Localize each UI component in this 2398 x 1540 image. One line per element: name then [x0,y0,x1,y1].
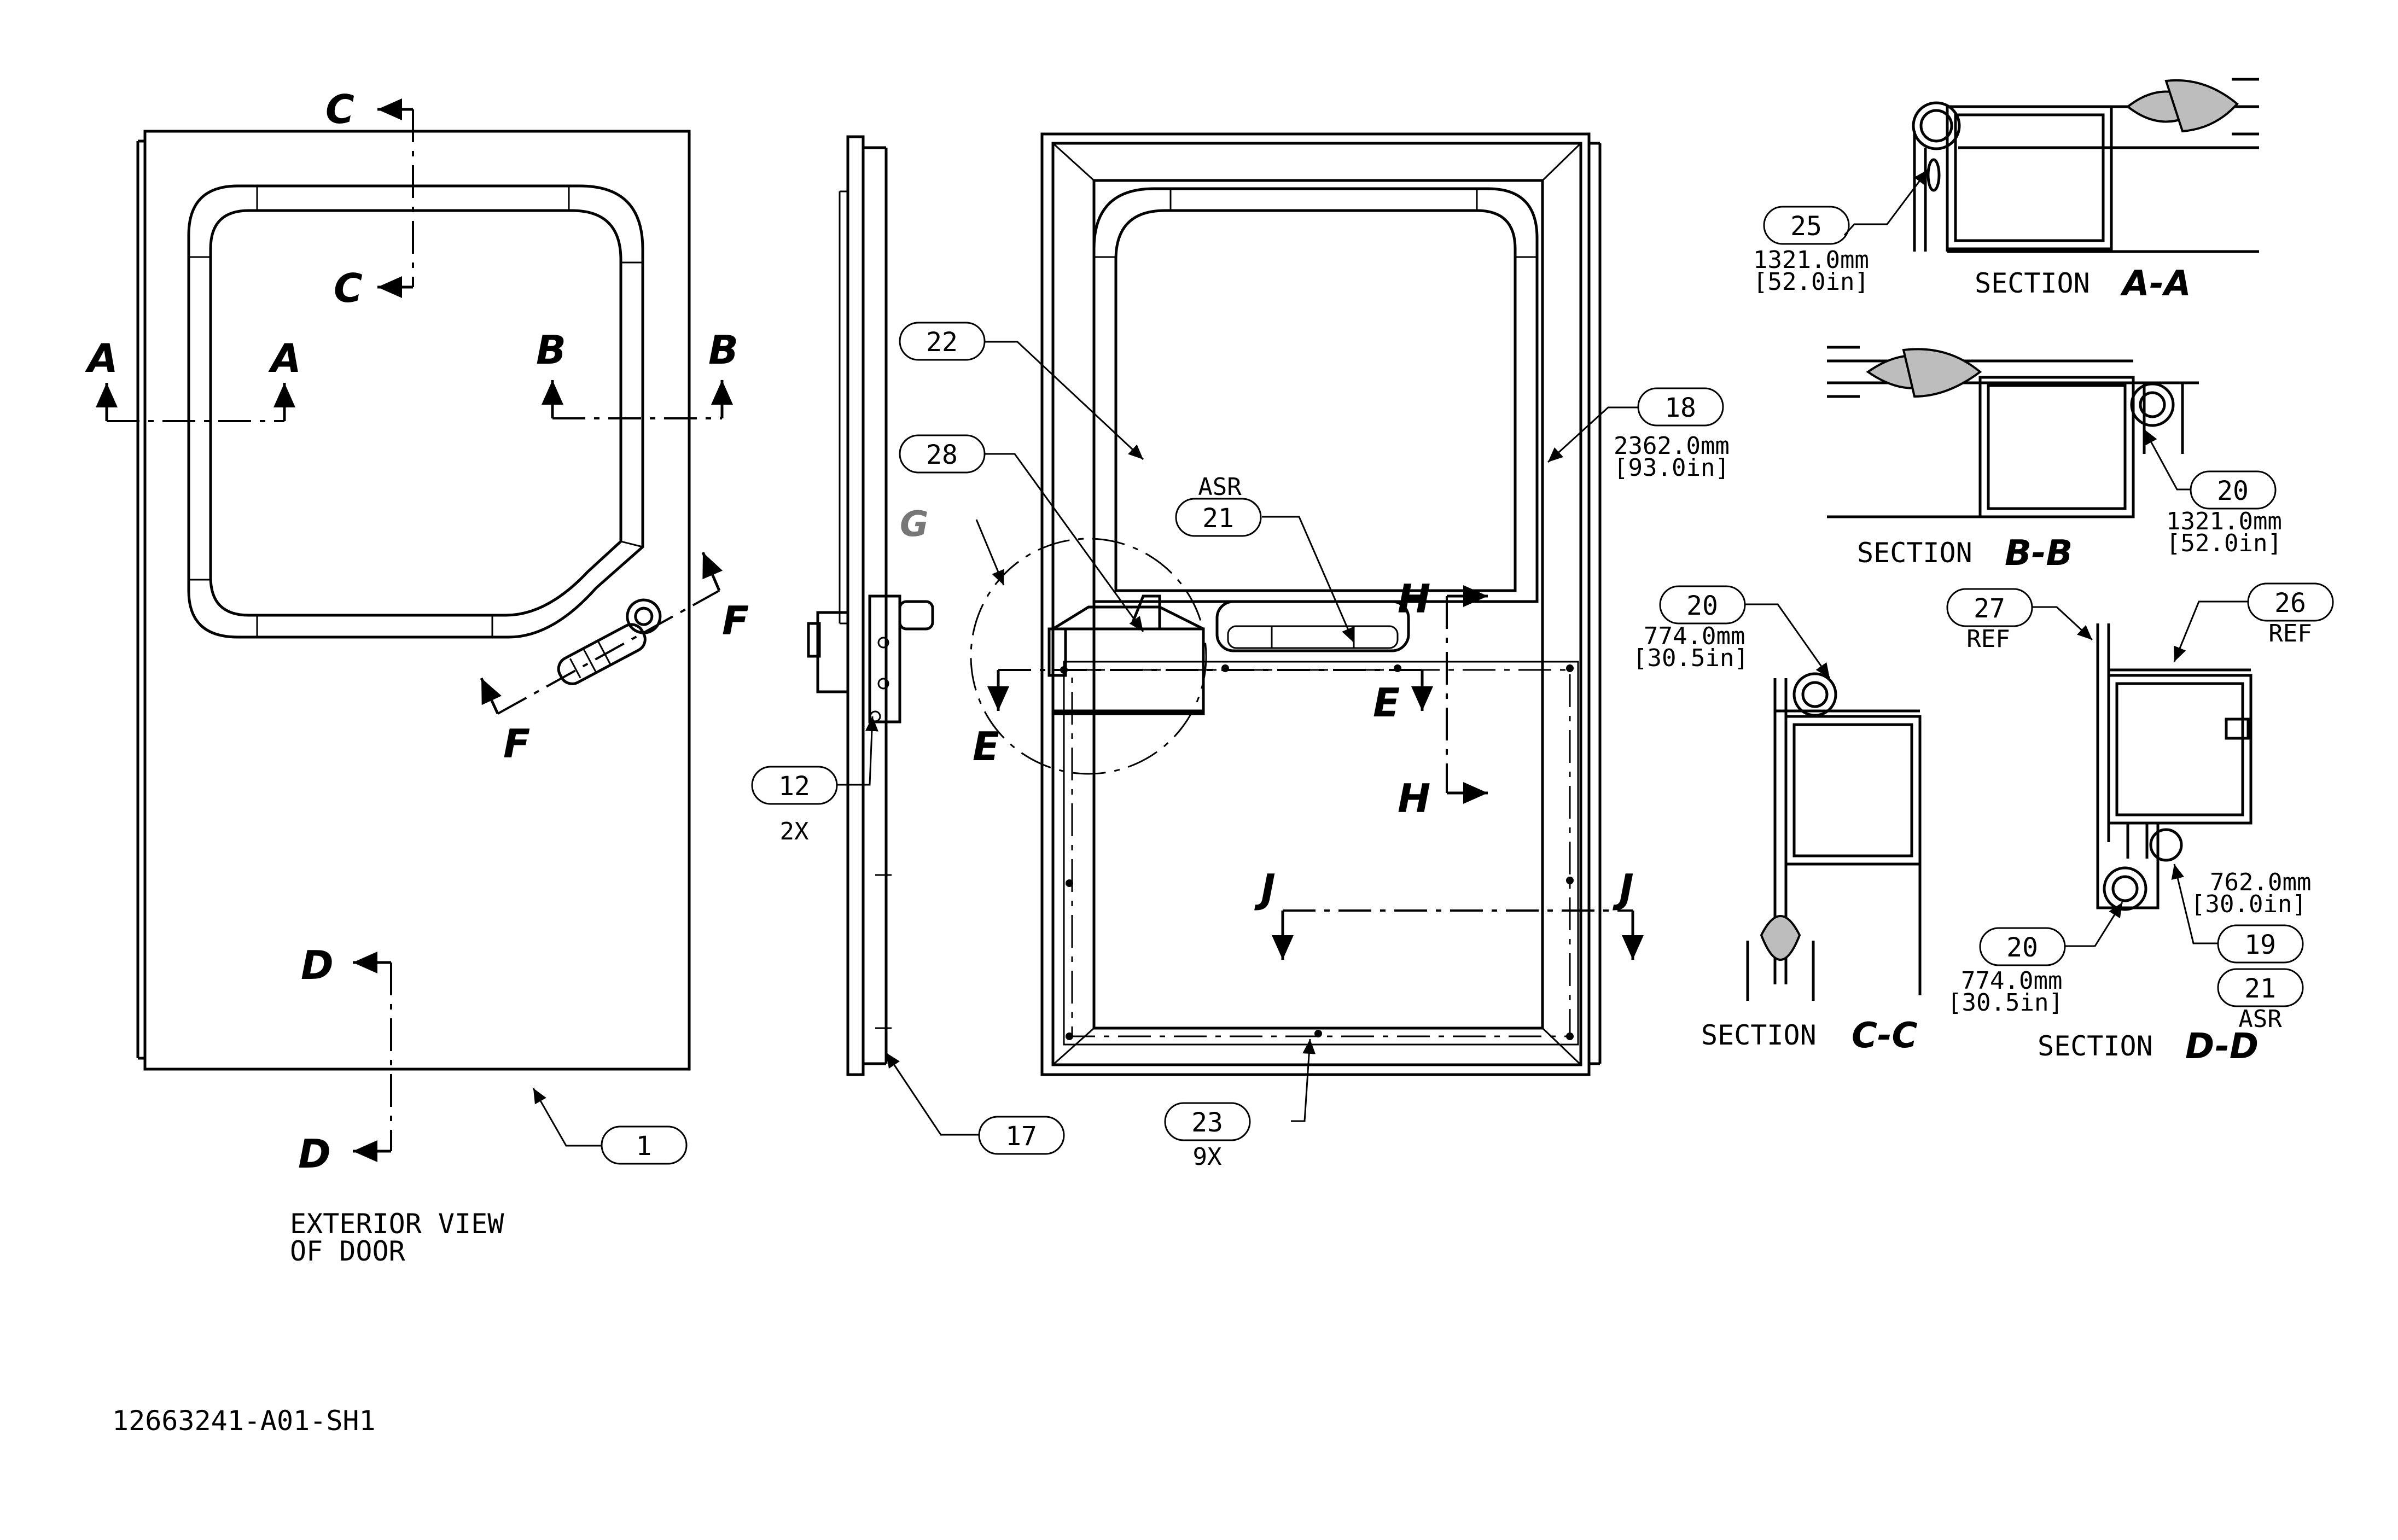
section-letter: H [1398,576,1430,622]
balloon-label: 12 [778,771,810,802]
section-id: D-D [2185,1026,2259,1067]
section-title: SECTION [1975,267,2090,299]
dimension-text: [30.0in] [2191,890,2307,918]
balloon-label: 21 [1202,503,1234,534]
dimension-text: 774.0mm [1961,967,2062,995]
section-title: SECTION [1857,537,1972,569]
section-b-b: 20 1321.0mm [52.0in] SECTION B-B [1827,346,2282,574]
section-d-d: 27 REF 26 REF 20 774.0mm [30.5in] 762.0m… [1946,582,2334,1067]
dimension-text: [30.5in] [1633,644,1749,672]
section-letter: J [1254,866,1276,912]
view-label: EXTERIOR VIEW [290,1208,504,1240]
door-interior-view: 18 2362.0mm [93.0in] ASR 21 23 9X E E H … [970,132,1730,1171]
section-c-c: 20 774.0mm [30.5in] SECTION C-C [1633,585,1922,1056]
section-letter: E [1373,680,1400,726]
section-letter: D [301,942,334,988]
balloon-item-20 [2190,470,2277,510]
quantity-note: 2X [780,818,809,845]
dimension-text: 1321.0mm [2166,508,2282,535]
section-id: C-C [1852,1016,1918,1056]
dimension-text: 2362.0mm [1614,432,1730,460]
balloon-label: 26 [2274,588,2306,619]
balloon-item-20 [1979,927,2066,966]
quantity-note: 9X [1193,1143,1222,1171]
exterior-door-handle [557,598,662,685]
door-side-view: 12 2X 17 22 28 G [751,135,1144,1155]
balloon-label: 22 [926,327,958,358]
section-letter: F [503,721,530,767]
balloon-item-23 [1164,1102,1251,1141]
drawing-number: 12663241-A01-SH1 [112,1405,376,1437]
view-label: OF DOOR [290,1235,406,1267]
balloon-label: 20 [1686,591,1718,621]
latch-mechanism [807,594,934,724]
balloon-label: 17 [1005,1121,1037,1152]
balloon-item-12 [751,766,838,805]
section-letter: C [325,86,354,132]
dimension-text: 762.0mm [2210,868,2311,896]
balloon-item-1 [601,1125,688,1165]
balloon-label: 25 [1790,211,1822,242]
balloon-item-19 [2217,924,2304,964]
asr-note: ASR [1198,473,1242,501]
ref-note: REF [2268,620,2312,648]
section-letter: A [268,335,301,381]
balloon-label: 1 [636,1131,652,1162]
balloon-item-25 [1763,206,1850,245]
balloon-label: 20 [2006,932,2038,963]
balloon-item-21 [2217,968,2304,1007]
section-title: SECTION [2038,1030,2153,1062]
section-letter: J [1613,866,1634,912]
balloon-label: 18 [1664,393,1696,423]
section-letter: B [536,327,566,373]
balloon-item-27 [1946,588,2033,627]
balloon-label: 23 [1191,1107,1223,1138]
interior-release-handle [1047,594,1410,715]
section-a-a: 25 1321.0mm [52.0in] SECTION A-A [1753,78,2259,304]
section-letter: C [334,265,363,311]
section-id: B-B [2005,533,2073,574]
dimension-text: [52.0in] [2166,529,2282,557]
dimension-text: 1321.0mm [1753,246,1869,274]
asr-note: ASR [2238,1005,2282,1033]
dimension-text: [52.0in] [1753,268,1869,296]
interior-window-inner [1114,209,1517,592]
section-letter: A [85,335,118,381]
dimension-text: 774.0mm [1644,622,1745,650]
balloon-item-17 [978,1116,1065,1155]
exterior-door-view: A A B B C C D D F F 1 EXTERIOR VIEW OF D… [85,86,749,1267]
section-letter: F [722,598,749,644]
section-letter: B [708,327,738,373]
detail-letter: G [900,504,929,545]
balloon-item-18 [1637,387,1724,427]
balloon-label: 19 [2244,930,2276,960]
balloon-item-28 [899,434,986,474]
section-title: SECTION [1701,1019,1817,1051]
ref-note: REF [1966,625,2010,653]
interior-window-outer [1092,187,1539,603]
balloon-label: 20 [2217,476,2249,506]
balloon-label: 21 [2244,973,2276,1004]
balloon-item-22 [899,322,986,361]
section-letter: D [298,1131,331,1177]
door-window-inner [209,209,622,617]
balloon-item-20 [1659,585,1746,625]
section-letter: H [1398,775,1430,821]
balloon-label: 27 [1974,593,2005,624]
balloon-item-26 [2247,582,2334,622]
section-id: A-A [2120,264,2191,304]
balloon-label: 28 [926,440,958,470]
dimension-text: [30.5in] [1947,989,2063,1017]
dimension-text: [93.0in] [1614,454,1730,482]
balloon-item-21 [1175,498,1262,537]
section-letter: E [973,724,999,769]
door-window-outer [187,184,644,639]
